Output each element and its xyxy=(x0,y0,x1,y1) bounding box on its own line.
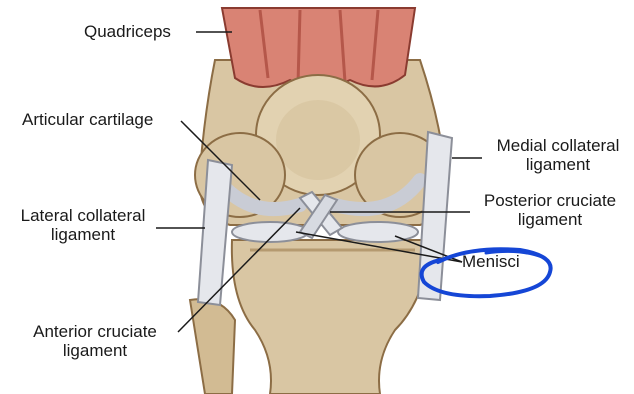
label-lateral-collateral-ligament: Lateral collateral ligament xyxy=(8,206,158,244)
label-quadriceps: Quadriceps xyxy=(84,22,171,41)
label-posterior-cruciate-line1: Posterior cruciate xyxy=(470,191,630,210)
label-articular-cartilage: Articular cartilage xyxy=(22,110,153,129)
label-posterior-cruciate-line2: ligament xyxy=(470,210,630,229)
label-anterior-cruciate-ligament: Anterior cruciate ligament xyxy=(20,322,170,360)
label-medial-collateral-line1: Medial collateral xyxy=(482,136,634,155)
label-anterior-cruciate-line2: ligament xyxy=(20,341,170,360)
label-medial-collateral-ligament: Medial collateral ligament xyxy=(482,136,634,174)
label-menisci: Menisci xyxy=(462,252,520,271)
label-medial-collateral-line2: ligament xyxy=(482,155,634,174)
tibia xyxy=(232,240,432,394)
label-anterior-cruciate-line1: Anterior cruciate xyxy=(20,322,170,341)
label-posterior-cruciate-ligament: Posterior cruciate ligament xyxy=(470,191,630,229)
medial-meniscus xyxy=(338,222,418,242)
label-lateral-collateral-line1: Lateral collateral xyxy=(8,206,158,225)
label-lateral-collateral-line2: ligament xyxy=(8,225,158,244)
